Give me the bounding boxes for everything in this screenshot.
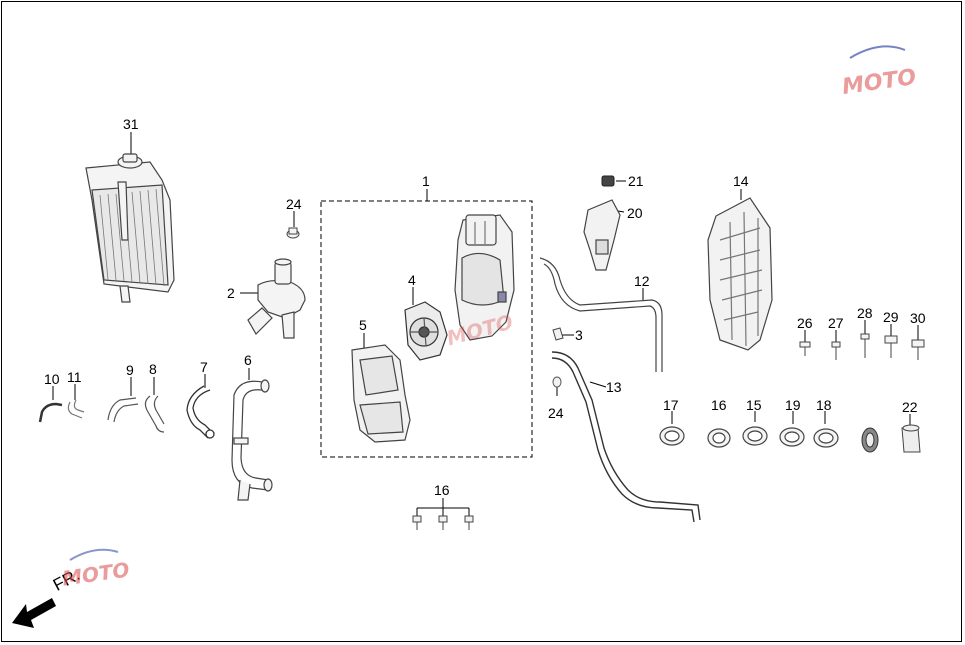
callout-8: 8: [149, 361, 157, 377]
callout-9: 9: [126, 362, 134, 378]
callout-26: 26: [797, 315, 813, 331]
callout-17: 17: [663, 397, 679, 413]
callout-14: 14: [733, 173, 749, 189]
callout-30: 30: [910, 310, 926, 326]
callout-19: 19: [785, 397, 801, 413]
watermark-logo-top: [849, 45, 906, 59]
breather-tube-13: [551, 351, 701, 523]
callout-1: 1: [422, 173, 430, 189]
watermark-logo-bottom: [69, 548, 119, 561]
hose-11: [67, 399, 85, 419]
callout-27: 27: [828, 315, 844, 331]
callout-28: 28: [857, 305, 873, 321]
hose-10: [38, 402, 63, 423]
callout-13: 13: [606, 379, 622, 395]
hose-clip-3: [552, 327, 564, 341]
grommet-24a: [286, 227, 300, 239]
callout-21: 21: [628, 173, 644, 189]
callout-18: 18: [816, 397, 832, 413]
radiator-guard: [707, 197, 773, 351]
reservoir-cap: [601, 175, 615, 187]
callout-29: 29: [883, 309, 899, 325]
callout-2: 2: [227, 285, 235, 301]
callout-3: 3: [575, 327, 583, 343]
callout-16-clamp: 16: [711, 397, 727, 413]
callout-16-bolts: 16: [434, 482, 450, 498]
front-arrow: [12, 598, 56, 628]
radiator-fan-assembly: [454, 214, 515, 341]
clamps: [659, 426, 839, 448]
callout-12: 12: [634, 273, 650, 289]
callout-4: 4: [408, 272, 416, 288]
collar-22: [901, 424, 921, 453]
reservoir-bracket: [583, 199, 621, 271]
callout-11: 11: [67, 369, 82, 385]
seal-ring: [861, 427, 879, 453]
hose-9: [107, 397, 139, 423]
hose-7: [186, 385, 215, 439]
callout-24-bottom: 24: [548, 405, 564, 421]
bolts-16: [412, 515, 474, 530]
grommet-24b: [552, 376, 562, 388]
callout-7: 7: [200, 359, 208, 375]
hose-8: [144, 395, 165, 433]
callout-31: 31: [123, 116, 139, 132]
callout-15: 15: [746, 397, 762, 413]
callout-6: 6: [244, 352, 252, 368]
bolts-26-30: [799, 333, 925, 360]
coolant-pipe-6: [231, 379, 273, 501]
callout-10: 10: [44, 371, 60, 387]
callout-24-top: 24: [286, 196, 302, 212]
overflow-tube-12: [539, 257, 663, 372]
callout-22: 22: [902, 399, 918, 415]
callout-20: 20: [627, 205, 643, 221]
fan-shroud: [351, 344, 411, 443]
leader-13: [589, 381, 607, 388]
callout-5: 5: [359, 317, 367, 333]
fan-motor: [404, 301, 448, 361]
radiator-part: [85, 153, 175, 303]
thermostat-housing: [247, 258, 306, 339]
